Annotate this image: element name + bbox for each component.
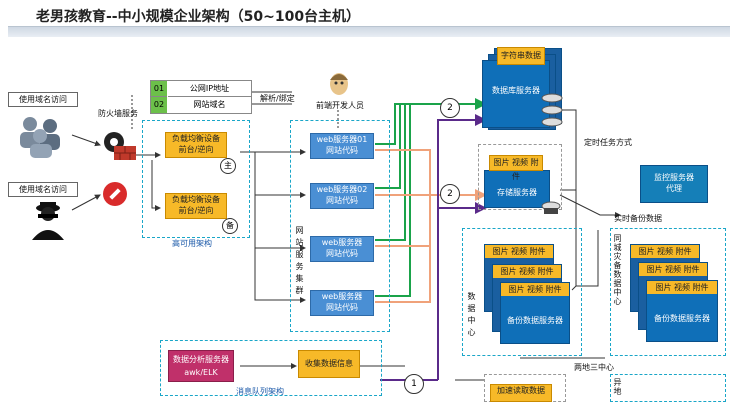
monitor-line2: 代理 <box>666 184 682 193</box>
page-title: 老男孩教育--中小规模企业架构（50~100台主机） <box>36 9 361 25</box>
dns-row-text-2: 网站域名 <box>193 100 226 109</box>
web-server-03: web服务器 网站代码 <box>310 236 374 262</box>
monitor-line1: 监控服务器 <box>654 173 694 182</box>
db-server-box: 字符串数据 数据库服务器 <box>482 47 550 128</box>
db-top-label: 字符串数据 <box>497 47 545 65</box>
storage-disk-icon <box>541 201 561 214</box>
user-access-label-2: 使用域名访问 <box>8 182 78 197</box>
same-city-top2: 图片 视频 附件 <box>639 263 707 276</box>
web-server-02: web服务器02 网站代码 <box>310 183 374 209</box>
resolve-bind-label: 解析/绑定 <box>260 94 295 103</box>
analysis-line2: awk/ELK <box>184 368 218 377</box>
lb-backup-badge: 备 <box>222 218 238 234</box>
database-disk-icons <box>541 93 563 127</box>
web-server-04: web服务器 网站代码 <box>310 290 374 316</box>
storage-server-label: 存储服务器 <box>497 188 537 197</box>
web-server-04-code: 网站代码 <box>326 303 358 312</box>
web-server-04-name: web服务器 <box>321 292 363 301</box>
dc-top1: 图片 视频 附件 <box>485 245 553 258</box>
storage-group <box>478 144 562 210</box>
step-circle-2-mid: 2 <box>440 184 460 204</box>
web-server-02-name: web服务器02 <box>316 185 368 194</box>
same-city-server-label: 备份数据服务器 <box>654 314 710 323</box>
users-group-icon <box>20 117 60 158</box>
web-server-01-code: 网站代码 <box>326 146 358 155</box>
dns-table: 01 公网IP地址 02 网站域名 <box>150 80 252 114</box>
dns-row-text-1: 公网IP地址 <box>168 81 251 97</box>
monitor-server: 监控服务器 代理 <box>640 165 708 203</box>
message-queue-group <box>160 340 382 396</box>
lb-device-backup: 负载均衡设备 前台/逆向 <box>165 193 227 219</box>
remote-group <box>610 374 726 402</box>
dc-backup-group <box>462 228 582 356</box>
dc-stack-3: 图片 视频 附件 备份数据服务器 <box>500 282 570 344</box>
frontend-dev-label: 前端开发人员 <box>316 101 364 110</box>
web-server-01: web服务器01 网站代码 <box>310 133 374 159</box>
storage-server-box: 图片 视频 附件 存储服务器 <box>484 155 550 208</box>
same-city-group <box>610 228 726 356</box>
web-server-02-code: 网站代码 <box>326 196 358 205</box>
realtime-backup-label: 实时备份数据 <box>614 214 662 223</box>
hacker-user-icon <box>32 202 64 240</box>
web-server-03-name: web服务器 <box>321 238 363 247</box>
lb-backup-line2: 前台/逆向 <box>178 206 214 215</box>
ha-architecture-caption: 高可用架构 <box>172 239 212 248</box>
same-city-stack-3: 图片 视频 附件 备份数据服务器 <box>646 280 718 342</box>
storage-top-label: 图片 视频 附件 <box>489 155 543 181</box>
lb-device-main: 负载均衡设备 前台/逆向 <box>165 132 227 158</box>
dns-row-num-2: 02 <box>151 97 167 113</box>
firewall-label: 防火墙服务 <box>98 109 138 118</box>
lb-backup-line1: 负载均衡设备 <box>172 195 220 204</box>
dc-top3: 图片 视频 附件 <box>501 283 569 296</box>
read-cache-box: 加速读取数据 <box>490 384 552 402</box>
analysis-line1: 数据分析服务器 <box>173 355 229 364</box>
timed-task-label: 定时任务方式 <box>584 138 632 147</box>
firewall-icon <box>103 132 136 206</box>
dns-row-num-1: 01 <box>151 81 167 97</box>
same-city-top1: 图片 视频 附件 <box>631 245 699 258</box>
step-circle-2-top: 2 <box>440 98 460 118</box>
title-underline-bar <box>8 26 730 37</box>
dc-server-label: 备份数据服务器 <box>507 316 563 325</box>
message-queue-caption: 消息队列架构 <box>236 387 284 396</box>
remote-side-label: 异地 <box>613 378 622 396</box>
lb-main-line1: 负载均衡设备 <box>172 134 220 143</box>
web-cluster-group <box>290 120 390 332</box>
web-server-03-code: 网站代码 <box>326 249 358 258</box>
lb-ha-group <box>142 120 250 238</box>
developer-avatar-icon <box>330 73 348 95</box>
user-access-label-1: 使用域名访问 <box>8 92 78 107</box>
same-city-top3: 图片 视频 附件 <box>647 281 717 294</box>
dc-top2: 图片 视频 附件 <box>493 265 561 278</box>
web-cluster-label: 网站服务集群 <box>295 226 304 298</box>
web-server-01-name: web服务器01 <box>316 135 368 144</box>
lb-main-badge: 主 <box>220 158 236 174</box>
step-circle-1: 1 <box>404 374 424 394</box>
db-server-label: 数据库服务器 <box>492 86 540 95</box>
same-city-side-label: 同城灾备数据中心 <box>613 234 622 306</box>
dc-side-label: 数据中心 <box>467 292 476 340</box>
collect-data-box: 收集数据信息 <box>298 350 360 378</box>
lb-main-line2: 前台/逆向 <box>178 145 214 154</box>
data-analysis-server: 数据分析服务器 awk/ELK <box>168 350 234 382</box>
two-sites-three-centers-label: 两地三中心 <box>574 363 614 372</box>
